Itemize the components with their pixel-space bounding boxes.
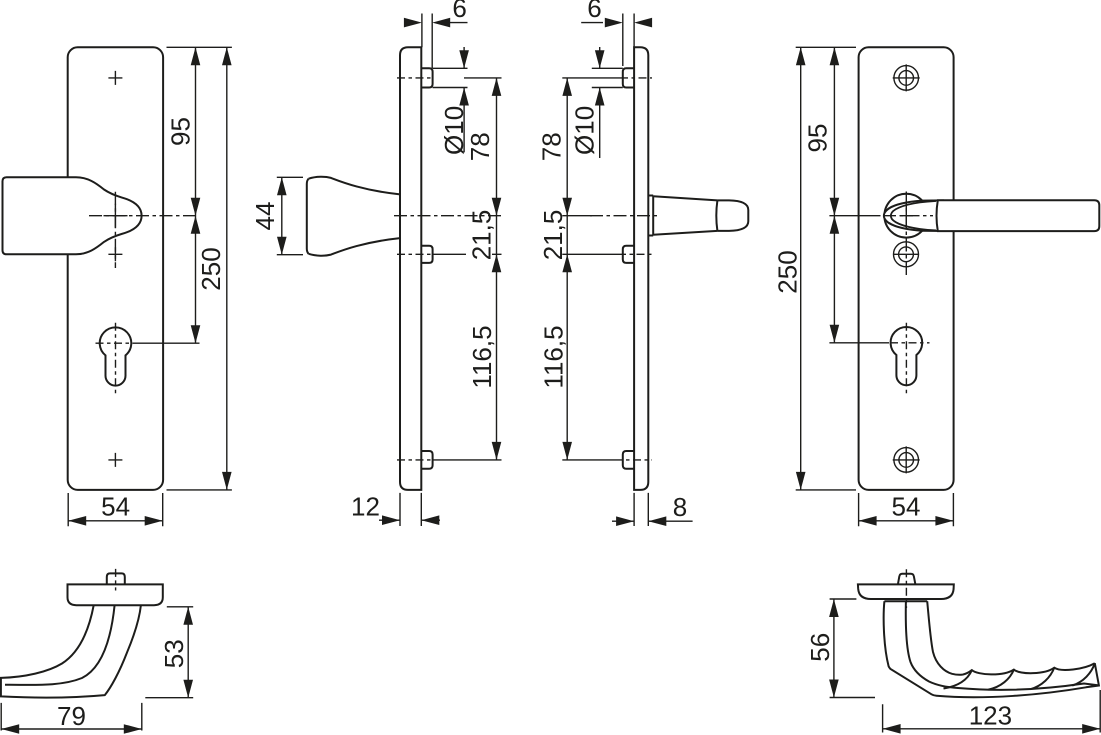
svg-text:250: 250: [196, 247, 226, 290]
svg-text:12: 12: [351, 492, 380, 522]
svg-text:6: 6: [452, 0, 466, 23]
svg-text:95: 95: [803, 124, 833, 153]
svg-text:6: 6: [587, 0, 601, 23]
svg-text:78: 78: [465, 132, 495, 161]
svg-text:123: 123: [969, 701, 1012, 731]
svg-text:116,5: 116,5: [539, 325, 569, 388]
svg-text:54: 54: [101, 492, 130, 522]
svg-text:Ø10: Ø10: [439, 106, 469, 155]
svg-text:54: 54: [892, 492, 921, 522]
svg-text:Ø10: Ø10: [570, 106, 600, 155]
svg-text:8: 8: [673, 492, 687, 522]
svg-text:250: 250: [773, 250, 803, 293]
svg-text:78: 78: [537, 132, 567, 161]
svg-text:21,5: 21,5: [538, 210, 568, 261]
svg-text:53: 53: [159, 639, 189, 668]
svg-text:116,5: 116,5: [467, 325, 497, 388]
svg-text:44: 44: [250, 202, 280, 231]
svg-text:56: 56: [805, 633, 835, 662]
svg-text:21,5: 21,5: [467, 210, 497, 261]
svg-text:95: 95: [165, 117, 195, 146]
svg-text:79: 79: [57, 701, 86, 731]
